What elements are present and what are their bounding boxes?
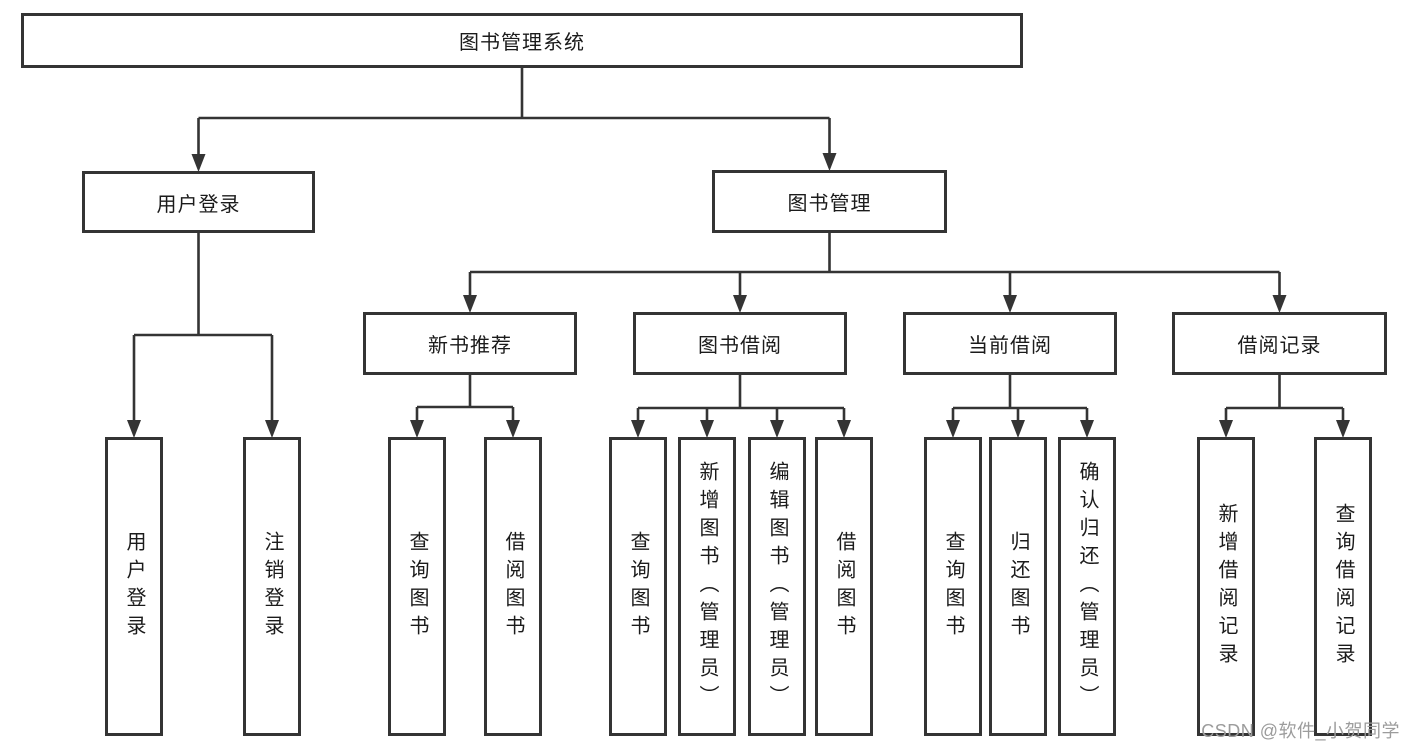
node-leaf-edit-books: 编辑图书（管理员） — [748, 437, 806, 736]
node-label: 图书借阅 — [698, 335, 782, 357]
node-leaf-query-books-1: 查询图书 — [388, 437, 446, 736]
node-book-management: 图书管理 — [712, 170, 947, 233]
node-leaf-add-books: 新增图书（管理员） — [678, 437, 736, 736]
node-label: 借阅图书 — [502, 530, 524, 643]
node-label: 注销登录 — [261, 530, 283, 643]
node-current-borrow: 当前借阅 — [903, 312, 1117, 375]
node-label: 查询借阅记录 — [1332, 502, 1354, 671]
node-root: 图书管理系统 — [21, 13, 1023, 68]
node-label: 查询图书 — [942, 530, 964, 643]
node-label: 查询图书 — [406, 530, 428, 643]
node-new-book-recommend: 新书推荐 — [363, 312, 577, 375]
node-label: 借阅图书 — [833, 530, 855, 643]
node-label: 新增图书（管理员） — [696, 460, 718, 713]
node-leaf-add-borrow-record: 新增借阅记录 — [1197, 437, 1255, 736]
node-label: 图书管理 — [787, 193, 872, 215]
node-leaf-borrow-books-1: 借阅图书 — [484, 437, 542, 736]
watermark: CSDN @软件_小贺同学 — [1201, 721, 1400, 741]
node-borrow-records: 借阅记录 — [1172, 312, 1387, 375]
node-label: 借阅记录 — [1237, 335, 1322, 357]
node-leaf-query-books-2: 查询图书 — [609, 437, 667, 736]
node-book-borrow: 图书借阅 — [633, 312, 847, 375]
node-label: 新增借阅记录 — [1215, 502, 1237, 671]
node-leaf-logout: 注销登录 — [243, 437, 301, 736]
node-leaf-query-books-3: 查询图书 — [924, 437, 982, 736]
node-label: 编辑图书（管理员） — [766, 460, 788, 713]
node-leaf-borrow-books-2: 借阅图书 — [815, 437, 873, 736]
node-leaf-return-books: 归还图书 — [989, 437, 1047, 736]
node-label: 用户登录 — [156, 193, 241, 216]
node-leaf-confirm-return: 确认归还（管理员） — [1058, 437, 1116, 736]
node-label: 新书推荐 — [428, 335, 512, 357]
node-user-login: 用户登录 — [82, 171, 315, 233]
node-label: 归还图书 — [1007, 530, 1029, 643]
node-label: 确认归还（管理员） — [1076, 460, 1098, 713]
node-label: 查询图书 — [627, 530, 649, 643]
node-label: 当前借阅 — [968, 335, 1052, 357]
node-leaf-user-login: 用户登录 — [105, 437, 163, 736]
node-label: 图书管理系统 — [459, 32, 585, 54]
node-label: 用户登录 — [123, 530, 145, 643]
node-leaf-query-borrow-record: 查询借阅记录 — [1314, 437, 1372, 736]
